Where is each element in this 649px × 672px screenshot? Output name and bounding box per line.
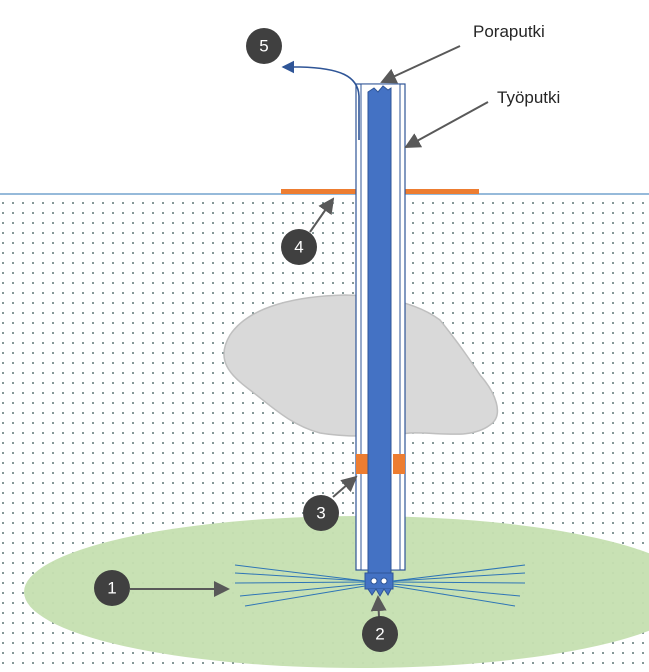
marker-4: 4 — [281, 229, 317, 265]
packer-left — [356, 454, 368, 474]
marker-2: 2 — [362, 616, 398, 652]
marker-2-pointer — [370, 595, 387, 618]
marker-1-number: 1 — [107, 579, 116, 598]
surface-seal-right — [405, 189, 479, 194]
bit-teeth — [367, 588, 392, 598]
marker-3: 3 — [303, 495, 339, 531]
marker-5-number: 5 — [259, 37, 268, 56]
bit-nozzle-1 — [370, 577, 378, 585]
marker-4-number: 4 — [294, 238, 303, 257]
marker-1: 1 — [94, 570, 130, 606]
marker-2-number: 2 — [375, 625, 384, 644]
drill-pipe-pointer — [380, 45, 461, 84]
bit-nozzle-2 — [380, 577, 388, 585]
marker-3-pointer — [332, 475, 358, 498]
marker-3-number: 3 — [316, 504, 325, 523]
jet-lines — [234, 564, 526, 607]
work-pipe-label: Työputki — [497, 88, 560, 107]
marker-4-pointer — [309, 197, 335, 233]
grout-zone — [24, 516, 649, 668]
packer-right — [393, 454, 405, 474]
drill-pipe — [367, 85, 392, 579]
marker-5: 5 — [246, 28, 282, 64]
work-pipe-pointer — [404, 101, 489, 148]
return-flow-arrow — [281, 60, 360, 140]
drill-bit — [364, 572, 394, 590]
surface-seal-left — [281, 189, 356, 194]
drill-pipe-label: Poraputki — [473, 22, 545, 41]
